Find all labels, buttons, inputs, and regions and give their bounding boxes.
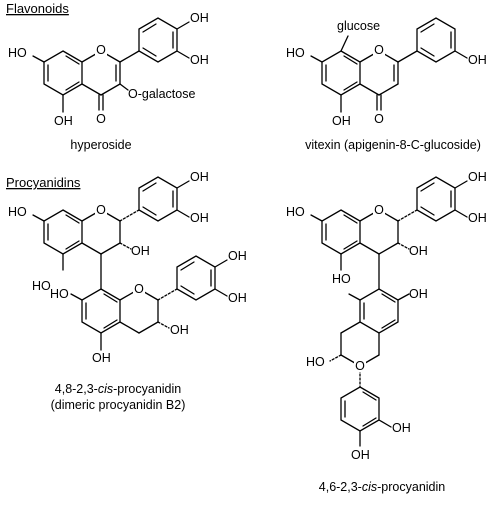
p46-ho-lower: HO <box>332 272 351 286</box>
p46-oh-b2: OH <box>351 448 370 462</box>
b2-oh-mid: OH <box>228 249 247 263</box>
hyperoside-ketone-oxygen: O <box>96 112 106 126</box>
hyperoside-ring-oxygen: O <box>96 43 106 57</box>
b2-ho-left: HO <box>8 205 27 219</box>
vitexin-ring-oxygen: O <box>374 43 384 57</box>
b2-oh-c3b: OH <box>170 323 189 337</box>
b2-oh-tr1: OH <box>190 170 209 184</box>
hyperoside-structure: O O HO OH O-galactose OH OH <box>8 11 209 128</box>
hyperoside-ho-label: HO <box>8 46 27 60</box>
p46-ring-oxygen-bottom: O <box>355 359 365 373</box>
p46-ring-oxygen-top: O <box>374 203 384 217</box>
procyanidin-b2-structure: O O HO HO OH OH OH OH OH HO OH OH <box>8 170 247 365</box>
vitexin-glucose-label: glucose <box>337 19 380 33</box>
b2-caption-line2: (dimeric procyanidin B2) <box>51 398 186 412</box>
vitexin-ho-label: HO <box>286 46 305 60</box>
b2-ring-oxygen-bottom: O <box>134 282 144 296</box>
vitexin-ketone-oxygen: O <box>374 112 384 126</box>
hyperoside-oh-right: OH <box>190 53 209 67</box>
p46-oh-1: OH <box>468 170 487 184</box>
p46-oh-2: OH <box>468 211 487 225</box>
vitexin-oh-bottom: OH <box>332 114 351 128</box>
p46-ho-c3b: HO <box>306 355 325 369</box>
p46-oh-b1: OH <box>392 421 411 435</box>
vitexin-structure: O O HO OH glucose OH <box>286 17 487 128</box>
hyperoside-oh-bottom: OH <box>54 114 73 128</box>
section-header-flavonoids: Flavonoids <box>6 1 69 16</box>
b2-ho-mid: HO <box>50 287 69 301</box>
b2-caption-line1: 4,8-2,3-cis-procyanidin <box>55 382 182 396</box>
b2-ho-lower: HO <box>32 279 51 293</box>
hyperoside-o-galactose: O-galactose <box>128 87 195 101</box>
section-header-procyanidins: Procyanidins <box>6 175 81 190</box>
b2-oh-c3: OH <box>131 244 150 258</box>
b2-oh-bottom: OH <box>92 351 111 365</box>
p46-oh-ring2: OH <box>409 287 428 301</box>
hyperoside-oh-top-right: OH <box>190 11 209 25</box>
hyperoside-caption: hyperoside <box>70 138 131 152</box>
b2-oh-right: OH <box>228 291 247 305</box>
vitexin-caption: vitexin (apigenin-8-C-glucoside) <box>305 138 481 152</box>
p46-caption: 4,6-2,3-cis-procyanidin <box>319 480 446 494</box>
p46-ho-left: HO <box>286 205 305 219</box>
b2-ring-oxygen-top: O <box>96 203 106 217</box>
b2-oh-tr2: OH <box>190 211 209 225</box>
vitexin-oh-right: OH <box>468 53 487 67</box>
procyanidin-46-structure: O O HO HO OH OH OH OH HO OH OH <box>286 170 487 462</box>
p46-oh-c3: OH <box>409 244 428 258</box>
